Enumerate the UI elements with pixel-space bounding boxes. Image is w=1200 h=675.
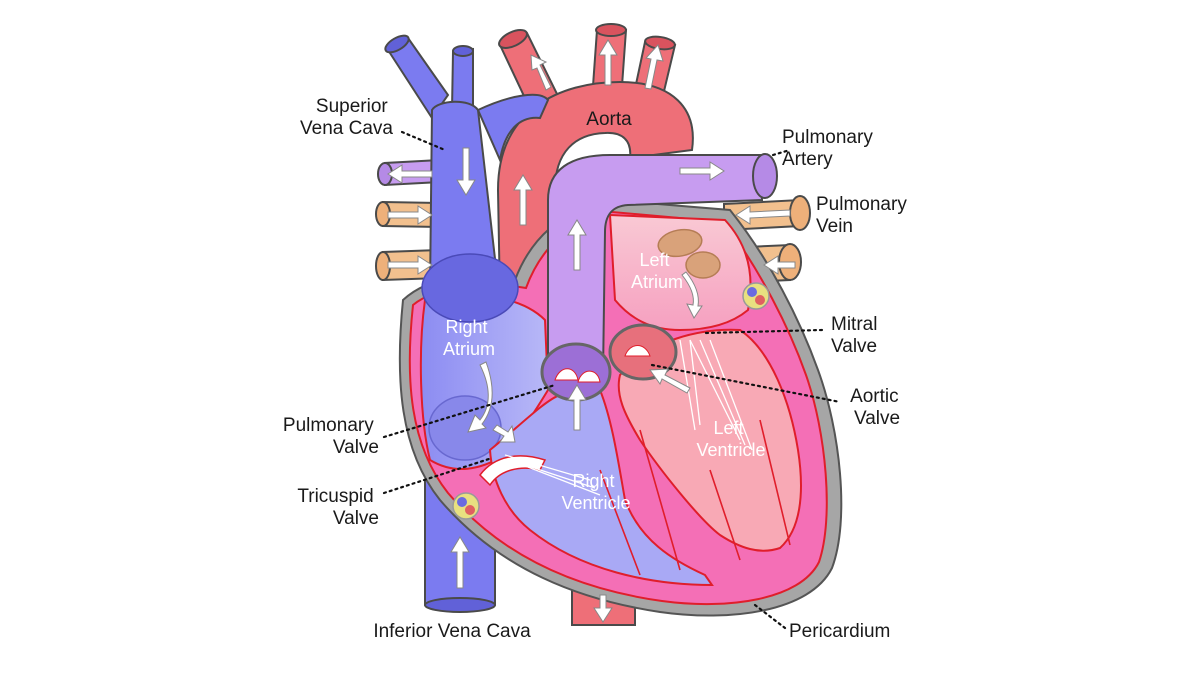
aorta-branch-1-opening [498, 29, 528, 49]
chordae-tendineae [504, 339, 753, 496]
superior-vena-cava-orifice [421, 253, 519, 323]
left-atrium-chamber [608, 213, 752, 332]
flow-arrow-pulmonary-vein-left-1 [387, 205, 433, 225]
leader-mitral-valve [704, 328, 824, 335]
labels: Superior Vena Cava Aorta Pulmonary Arter… [283, 96, 912, 642]
label-left-atrium[interactable]: Left Atrium [631, 250, 683, 292]
flow-arrow-svc [456, 147, 476, 196]
flow-arrow-pulmonary-artery-right [679, 161, 725, 181]
label-left-ventricle[interactable]: Left Ventricle [696, 418, 765, 460]
label-right-atrium[interactable]: Right Atrium [443, 317, 495, 359]
leader-superior-vena-cava [400, 130, 447, 152]
flow-arrow-pulmonary-vein-right-2 [763, 255, 796, 275]
leader-tricuspid-valve [382, 456, 494, 495]
label-aortic-valve: Aortic Valve [850, 386, 904, 429]
pulmonary-artery [547, 153, 778, 376]
flow-arrow-right-atrium [467, 361, 493, 433]
leader-aortic-valve [650, 363, 842, 404]
label-pulmonary-valve: Pulmonary Valve [283, 415, 379, 458]
flow-arrow-right-ventricle-up [567, 384, 587, 431]
leader-lines [382, 130, 842, 630]
flow-arrow-pulmonary-artery-left [387, 164, 433, 184]
superior-vena-cava [384, 34, 550, 292]
label-tricuspid-valve: Tricuspid Valve [297, 486, 379, 529]
flow-arrow-ivc [450, 536, 470, 589]
label-pericardium: Pericardium [789, 621, 890, 642]
label-superior-vena-cava: Superior Vena Cava [300, 96, 393, 139]
flow-arrow-pulmonary-vein-left-2 [387, 255, 433, 275]
leader-pulmonary-valve [382, 383, 557, 439]
flow-arrow-left-atrium [681, 271, 703, 319]
label-aorta: Aorta [586, 109, 632, 130]
svc-left-branch-opening [384, 34, 410, 54]
pulmonary-vein-orifice-1 [657, 228, 703, 258]
flow-arrow-left-ventricle [649, 368, 691, 394]
tricuspid-valve-flap [479, 455, 547, 487]
label-pulmonary-vein: Pulmonary Vein [816, 194, 912, 237]
pulmonary-vein-upper-right-opening [789, 195, 811, 231]
aorta-branch-2-opening [595, 23, 627, 37]
flow-arrow-aorta-branch-2 [598, 39, 618, 86]
flow-arrow-pulmonary-vein-right-1 [735, 205, 791, 225]
flow-arrow-pulmonary-trunk [567, 219, 587, 271]
inferior-vena-cava-opening [424, 597, 496, 613]
flow-arrow-aorta-up [513, 174, 533, 226]
leader-pericardium [753, 603, 787, 630]
flow-arrow-aorta-branch-3 [644, 44, 664, 90]
pulmonary-vein-orifice-2 [685, 251, 721, 279]
flow-arrow-aorta-down [593, 594, 613, 623]
svc-trunk [428, 100, 500, 292]
label-inferior-vena-cava: Inferior Vena Cava [373, 621, 531, 642]
leader-pulmonary-artery [771, 148, 792, 157]
flow-arrow-tricuspid [492, 424, 516, 443]
coronary-vessel-graphic-right [742, 282, 770, 310]
label-pulmonary-artery: Pulmonary Artery [782, 127, 878, 170]
flow-arrow-aorta-branch-1 [530, 54, 552, 91]
label-right-ventricle[interactable]: Right Ventricle [561, 471, 630, 513]
svc-right-branch-opening [452, 45, 474, 57]
coronary-vessel-graphic-left [452, 492, 480, 520]
pulmonary-artery-opening [752, 153, 778, 199]
trabeculae [599, 419, 791, 576]
label-mitral-valve: Mitral Valve [831, 314, 883, 357]
blood-flow-arrows [387, 39, 796, 623]
svc-right-side [476, 93, 550, 164]
